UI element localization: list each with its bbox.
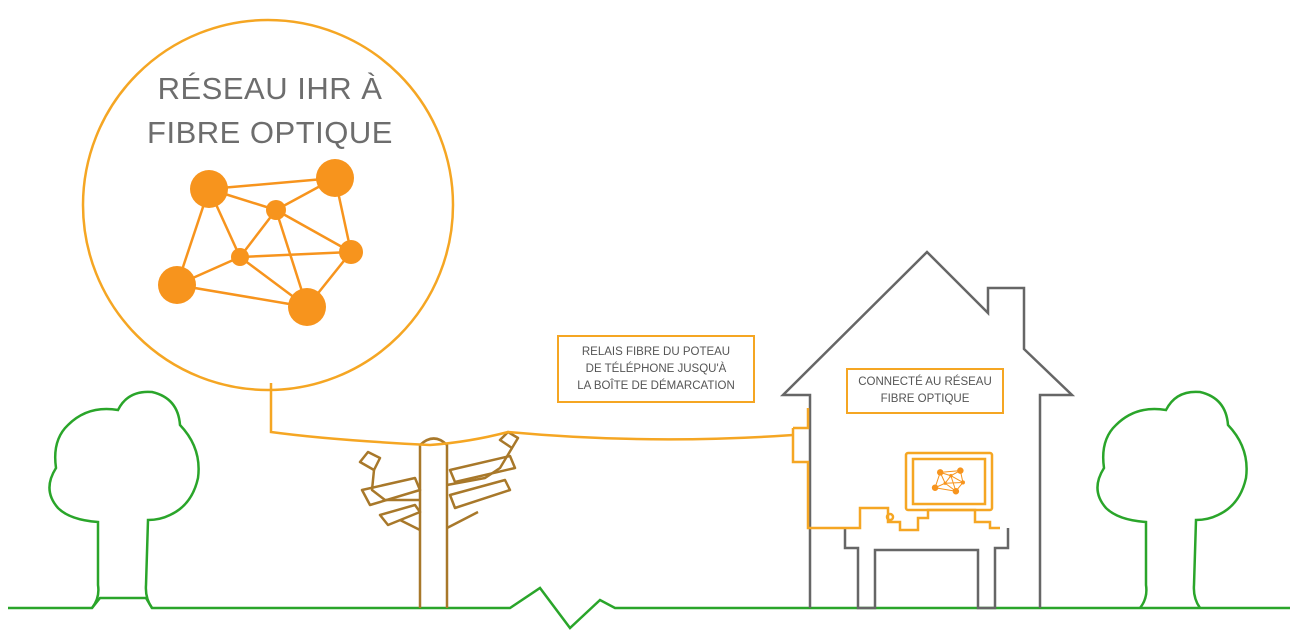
network-title-line2: FIBRE OPTIQUE [100,112,440,154]
network-node [953,488,959,494]
network-title-line1: RÉSEAU IHR À [100,68,440,110]
network-node [961,480,965,484]
telephone-pole [360,432,518,608]
network-link [945,482,963,483]
house-label-line2: FIBRE OPTIQUE [848,391,1002,408]
network-node [288,288,326,326]
tree-left [49,392,198,608]
network-node [231,248,249,266]
house-label-box: CONNECTÉ AU RÉSEAU FIBRE OPTIQUE [846,368,1004,414]
network-node [158,266,196,304]
network-node [944,482,947,485]
network-node [190,170,228,208]
network-node [316,159,354,197]
network-node [932,484,938,490]
relay-label-box: RELAIS FIBRE DU POTEAU DE TÉLÉPHONE JUSQ… [557,335,755,403]
ground-line [8,588,1290,628]
house-label-line1: CONNECTÉ AU RÉSEAU [848,374,1002,391]
network-node [266,200,286,220]
desk [845,528,1008,608]
network-node [957,467,963,473]
relay-label-line1: RELAIS FIBRE DU POTEAU [559,344,753,361]
network-link [177,285,307,307]
monitor-network-icon [932,467,965,494]
tree-right [1097,392,1246,608]
network-link [240,252,351,257]
network-node [937,469,943,475]
network-node [949,474,952,477]
house-outline [783,252,1072,608]
network-node [339,240,363,264]
relay-label-line2: DE TÉLÉPHONE JUSQU'À [559,361,753,378]
computer-monitor [906,453,992,510]
modem-light-icon [887,514,893,520]
relay-label-line3: LA BOÎTE DE DÉMARCATION [559,378,753,395]
network-graph-icon [158,159,363,326]
modem [887,514,893,520]
